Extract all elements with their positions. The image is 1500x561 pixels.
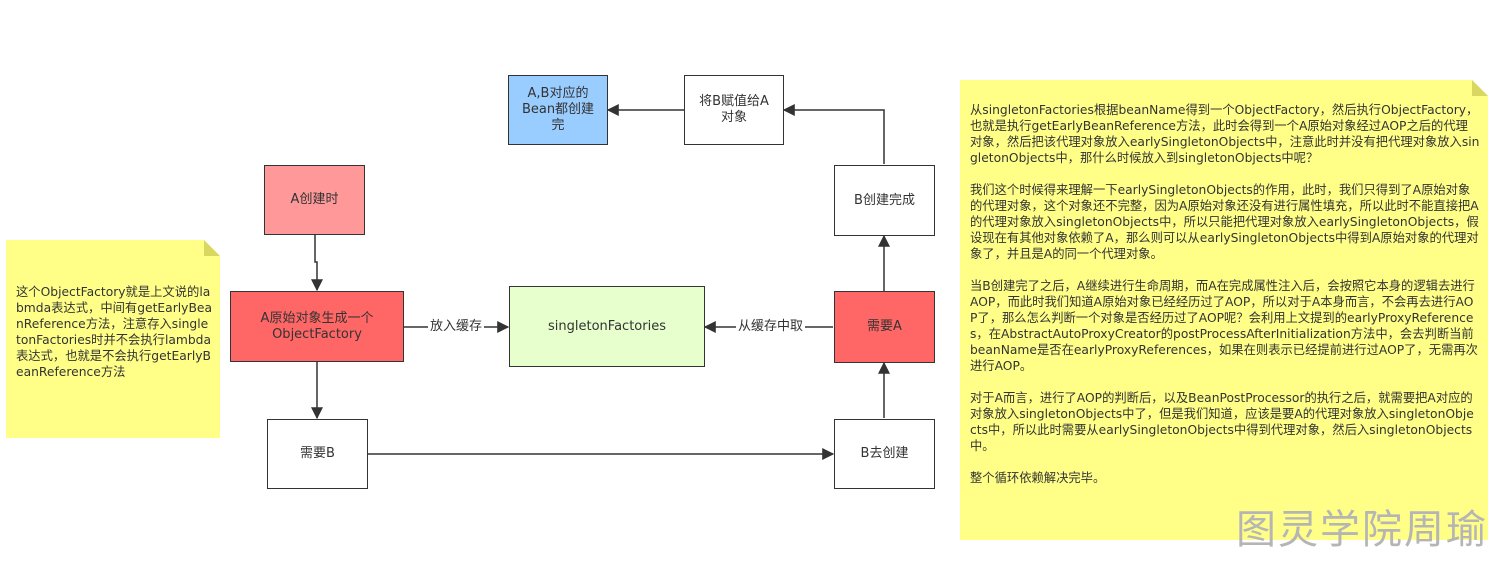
node-a-created: A创建时 [264, 165, 365, 235]
node-a-factory: A原始对象生成一个ObjectFactory [230, 291, 404, 362]
node-singleton-factories: singletonFactories [509, 286, 705, 367]
node-b-done: B创建完成 [834, 165, 935, 236]
right-note-fold [1472, 80, 1488, 96]
node-need-a: 需要A [834, 291, 935, 363]
node-assign-a: 将B赋值给A对象 [684, 75, 784, 145]
right-note-shape [960, 80, 1488, 540]
watermark: 图灵学院周瑜 [1236, 507, 1488, 553]
node-beans-done: A,B对应的Bean都创建完 [508, 75, 608, 145]
node-need-b: 需要B [267, 419, 368, 489]
node-b-create: B去创建 [834, 419, 935, 489]
left-note-fold [204, 240, 220, 256]
left-note-text: 这个ObjectFactory就是上文说的labmda表达式，中间有getEar… [16, 285, 212, 379]
left-note-shape [6, 240, 220, 438]
right-note-text: 从singletonFactories根据beanName得到一个ObjectF… [970, 103, 1480, 485]
edge-b-done-to-assign [782, 104, 885, 164]
edge-a-created-to-factory [311, 235, 323, 292]
edge-label-put-cache: 放入缓存 [428, 319, 485, 335]
edge-label-get-cache: 从缓存中取 [736, 319, 806, 335]
